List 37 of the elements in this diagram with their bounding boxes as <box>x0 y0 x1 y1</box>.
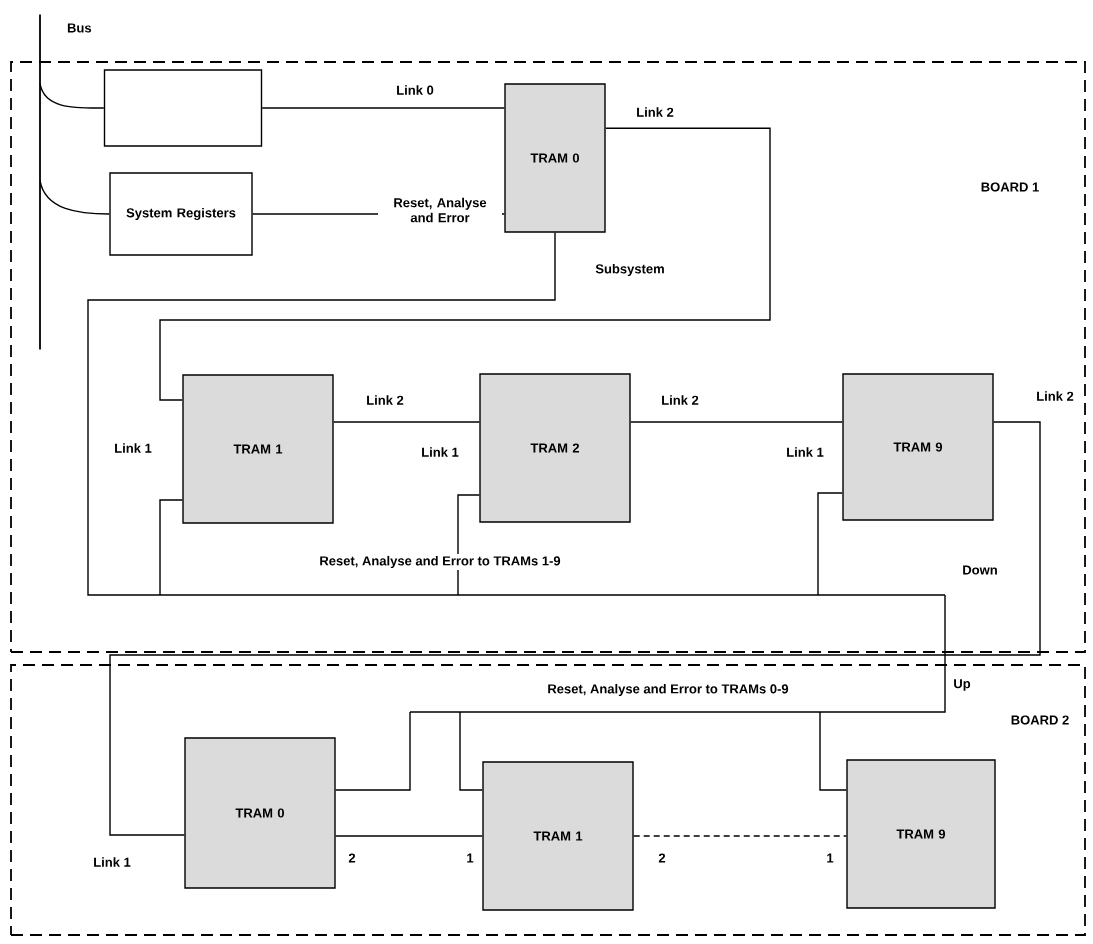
connector-line <box>630 421 843 423</box>
module-box: TRAM 0 <box>504 83 606 233</box>
port-label: Link 1 <box>422 447 459 457</box>
connector-line <box>261 107 505 109</box>
port-label: 2 <box>348 853 356 863</box>
module-box: TRAM 9 <box>842 373 994 521</box>
component-box <box>103 69 263 147</box>
port-label: Up <box>954 679 971 691</box>
module-box: TRAM 9 <box>846 759 996 909</box>
edge-label: Link 0 <box>394 83 436 97</box>
module-box: TRAM 2 <box>479 373 631 523</box>
module-box: TRAM 1 <box>182 374 334 524</box>
port-label: Link 2 <box>1037 391 1074 401</box>
module-box: TRAM 0 <box>184 737 336 889</box>
module-box: TRAM 1 <box>482 761 634 911</box>
port-label: Link 1 <box>115 443 152 453</box>
component-box: System Registers <box>109 172 253 256</box>
connector-line <box>87 232 946 791</box>
connector-line <box>39 82 105 109</box>
port-label: Link 1 <box>787 447 824 457</box>
edge-label: Reset, Analyse and Error <box>378 195 502 225</box>
port-label: Link 2 <box>662 395 699 405</box>
edge-label: Reset, Analyse and Error to TRAMs 0-9 <box>545 681 791 699</box>
port-label: 1 <box>827 853 834 863</box>
edge-label: Reset, Analyse and Error to TRAMs 1-9 <box>317 553 563 571</box>
port-label: Link 1 <box>94 857 131 867</box>
connector-line <box>159 127 771 401</box>
connector-line <box>333 421 480 423</box>
connector-line <box>335 835 483 837</box>
port-label: Link 2 <box>637 107 674 117</box>
connector-line <box>109 421 1041 836</box>
connector-line <box>633 835 847 837</box>
connector-line <box>39 179 110 215</box>
port-label: Subsystem <box>595 263 664 277</box>
port-label: Down <box>963 565 997 575</box>
port-label: 2 <box>658 853 666 863</box>
port-label: Link 2 <box>367 395 404 405</box>
